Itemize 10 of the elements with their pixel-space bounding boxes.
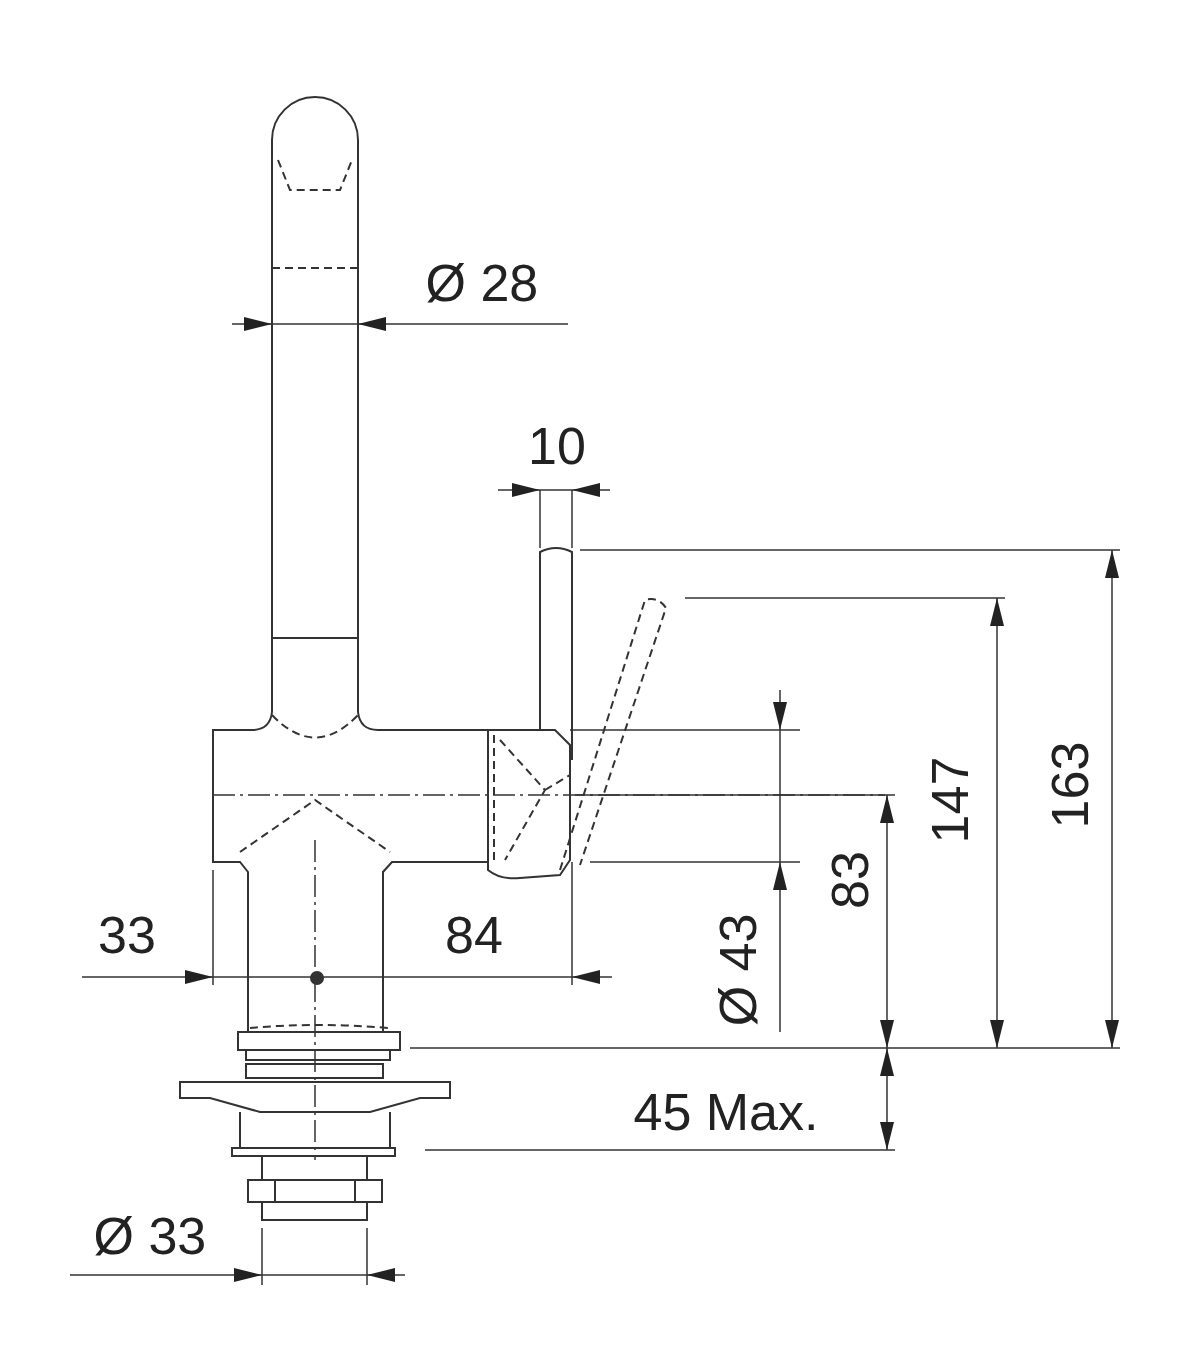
dimension-value: 147 [923,756,976,844]
dimension-value: 83 [823,851,876,909]
dimension-value: 84 [445,909,503,961]
dimension-value: Ø 33 [93,1210,207,1262]
dimension-value: Ø 43 [711,913,764,1027]
dimension-value: Ø 28 [425,257,539,309]
dimension-value: 33 [98,909,156,961]
dimension-value: 10 [528,420,586,472]
dimension-value: 45 Max. [633,1086,819,1138]
dimension-value: 163 [1043,741,1096,829]
